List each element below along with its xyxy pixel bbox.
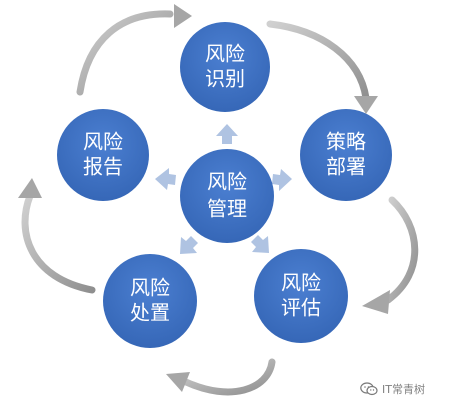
outer-cycle-arrows	[18, 4, 419, 396]
node-right: 策略 部署	[300, 109, 392, 201]
node-right-line1: 策略	[326, 130, 366, 154]
curve-arrow-top-to-right	[266, 20, 370, 102]
inner-arrows	[155, 124, 292, 254]
node-bottom-right-line1: 风险	[281, 271, 321, 295]
watermark: IT常青树	[360, 378, 452, 400]
inner-arrow-left	[155, 168, 176, 190]
inner-arrow-down-left	[180, 236, 198, 254]
node-left-line1: 风险	[83, 130, 123, 154]
node-center-circle	[180, 149, 274, 243]
curve-arrow-head-bottomright-to-bottomleft	[166, 372, 190, 392]
curve-arrow-bottomright-to-bottomleft	[182, 358, 276, 396]
node-left-line2: 报告	[83, 155, 123, 179]
node-center-line1: 风险	[207, 170, 247, 194]
inner-arrow-up	[216, 124, 238, 144]
node-top-line1: 风险	[205, 42, 245, 66]
node-bottom-left-line2: 处置	[130, 301, 170, 325]
wechat-icon	[360, 382, 378, 396]
node-right-line2: 部署	[326, 155, 366, 179]
node-center-line2: 管理	[207, 197, 247, 221]
inner-arrow-down-right	[251, 235, 269, 253]
node-right-circle	[300, 109, 392, 201]
node-center: 风险 管理	[180, 149, 274, 243]
curve-arrow-head-right-to-bottomright	[362, 290, 390, 314]
node-left: 风险 报告	[57, 109, 149, 201]
node-top-line2: 识别	[205, 67, 245, 91]
node-bottom-left-line1: 风险	[130, 276, 170, 300]
node-bottom-right-line2: 评估	[281, 296, 321, 320]
node-bottom-left: 风险 处置	[103, 254, 197, 348]
node-top: 风险 识别	[180, 22, 270, 112]
curve-arrow-head-top-to-right	[354, 96, 378, 114]
node-bottom-right-circle	[254, 249, 348, 343]
node-top-circle	[180, 22, 270, 112]
node-left-circle	[57, 109, 149, 201]
curve-arrow-bottomleft-to-left	[21, 192, 96, 294]
node-bottom-left-circle	[103, 254, 197, 348]
curve-arrow-head-bottomleft-to-left	[18, 178, 42, 198]
curve-arrow-head-left-to-top	[174, 4, 192, 28]
node-bottom-right: 风险 评估	[254, 249, 348, 343]
watermark-text: IT常青树	[382, 383, 425, 396]
curve-arrow-right-to-bottomright	[384, 196, 419, 304]
curve-arrow-left-to-top	[76, 10, 174, 96]
inner-arrow-right	[272, 169, 292, 191]
